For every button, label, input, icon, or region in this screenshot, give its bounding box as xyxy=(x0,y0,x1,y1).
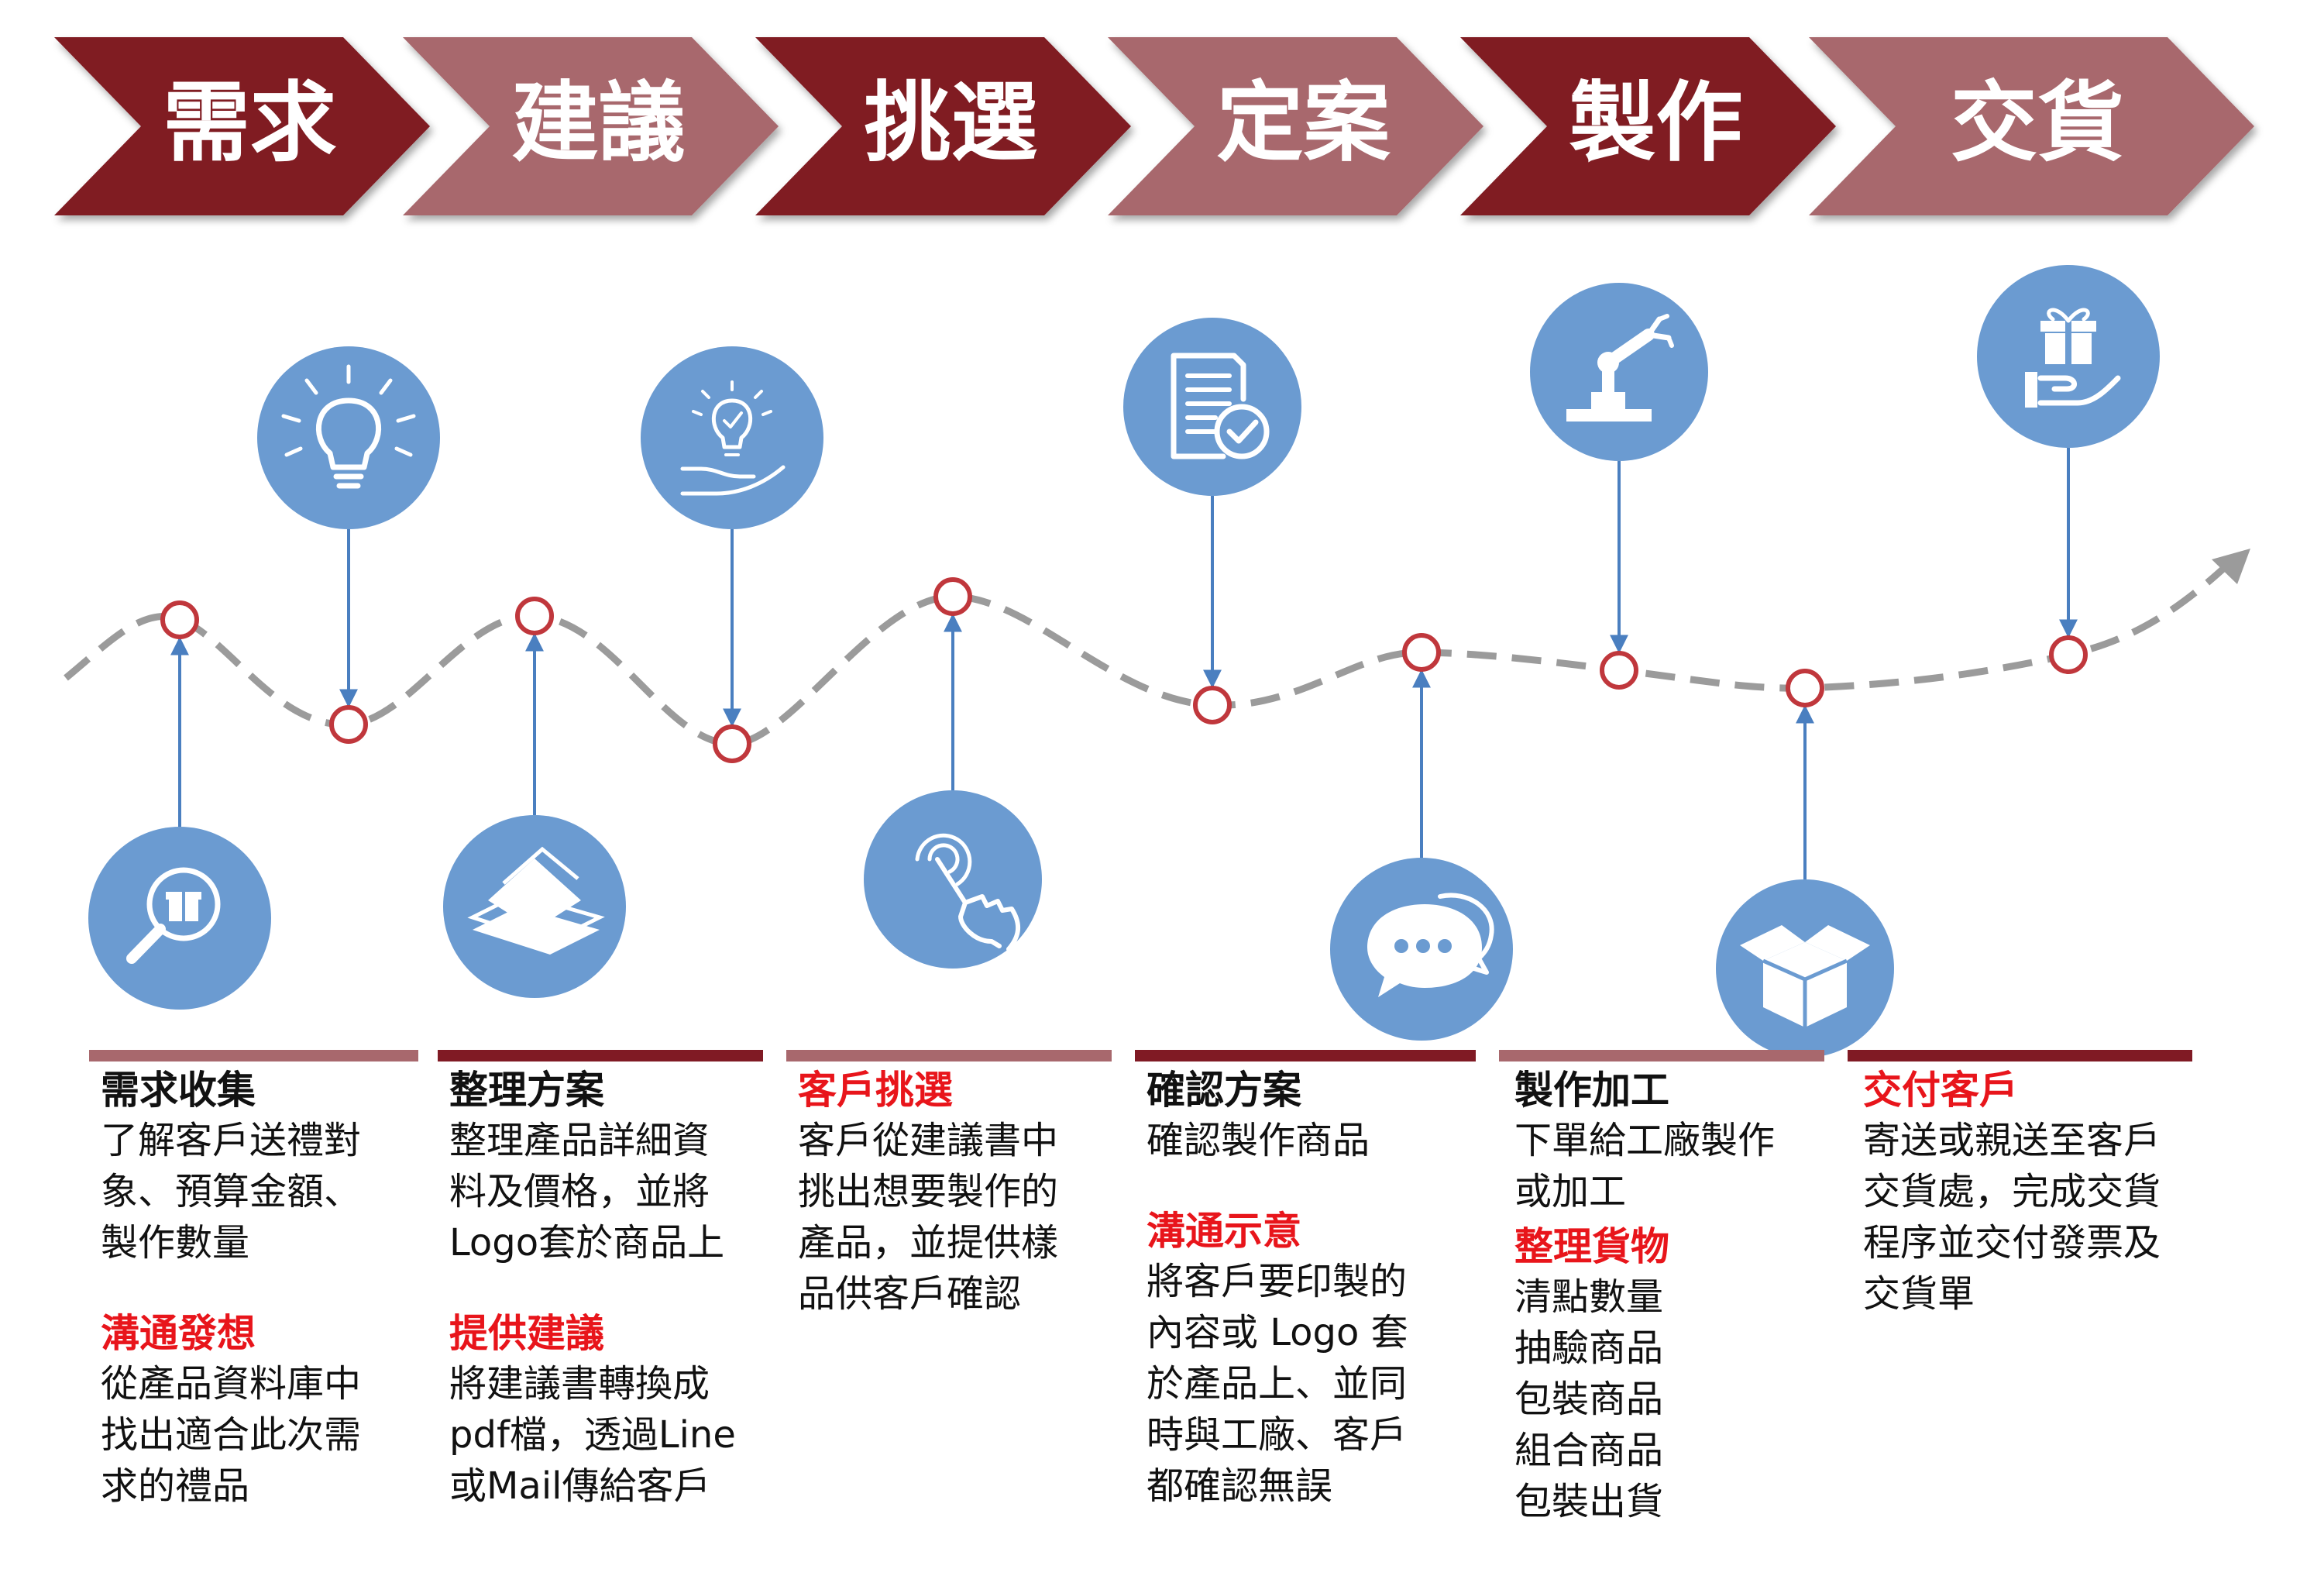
column-4-sub-line-1: 將客戶要印製的 xyxy=(1147,1260,1408,1303)
stage-chevron-3 xyxy=(755,37,1131,215)
timeline-node-10 xyxy=(2049,635,2088,674)
column-bar-1 xyxy=(89,1050,418,1061)
timeline-node-8 xyxy=(1600,651,1638,690)
column-6-line-2: 交貨處，完成交貨 xyxy=(1863,1170,2161,1213)
stage-labels: 需求 建議 挑選 定案 製作 交貨 xyxy=(163,73,2125,174)
gift-hand-icon xyxy=(1977,265,2160,448)
column-1: 需求收集 了解客戶送禮對 象、預算金額、 製作數量 溝通發想 從產品資料庫中 找… xyxy=(101,1065,434,1512)
column-3-heading: 客戶挑選 xyxy=(798,1068,953,1113)
column-5: 製作加工 下單給工廠製作 或加工 整理貨物 清點數量 抽驗商品 包裝商品 組合商… xyxy=(1514,1065,1848,1527)
column-6-line-4: 交貨單 xyxy=(1863,1272,1975,1316)
column-bar-3 xyxy=(786,1050,1112,1061)
timeline-path xyxy=(64,559,2234,748)
idea-hand-icon xyxy=(641,346,823,529)
column-bar-6 xyxy=(1848,1050,2192,1061)
column-1-sub-line-2: 找出適合此次需 xyxy=(101,1413,362,1457)
timeline-node-1 xyxy=(160,600,199,639)
timeline-node-5 xyxy=(933,577,972,616)
chat-bubbles-icon xyxy=(1330,858,1513,1041)
column-5-sub-line-1: 清點數量 xyxy=(1514,1275,1664,1319)
stage-label-5: 製作 xyxy=(1569,73,1743,174)
document-check-icon xyxy=(1123,318,1301,496)
robot-arm-icon xyxy=(1530,283,1708,461)
column-5-sub-line-3: 包裝商品 xyxy=(1514,1378,1664,1421)
touch-hand-icon xyxy=(864,790,1042,969)
column-5-sub-line-5: 包裝出貨 xyxy=(1514,1480,1664,1523)
column-4-line-1: 確認製作商品 xyxy=(1147,1119,1370,1162)
column-6-line-3: 程序並交付發票及 xyxy=(1863,1221,2161,1264)
column-1-line-2: 象、預算金額、 xyxy=(101,1170,362,1213)
column-2-subheading: 提供建議 xyxy=(449,1311,604,1356)
column-2-sub-line-1: 將建議書轉換成 xyxy=(449,1362,710,1406)
column-1-line-3: 製作數量 xyxy=(101,1221,250,1264)
column-3: 客戶挑選 客戶從建議書中 挑出想要製作的 產品，並提供樣 品供客戶確認 xyxy=(798,1065,1131,1320)
column-bar-4 xyxy=(1135,1050,1476,1061)
column-2-line-2: 料及價格，並將 xyxy=(449,1170,710,1213)
papers-icon xyxy=(443,815,626,998)
stage-banner xyxy=(54,37,2254,215)
timeline-node-2 xyxy=(329,705,368,744)
column-1-line-1: 了解客戶送禮對 xyxy=(101,1119,362,1162)
column-6-line-1: 寄送或親送至客戶 xyxy=(1863,1119,2161,1162)
column-2: 整理方案 整理產品詳細資 料及價格，並將 Logo套於商品上 提供建議 將建議書… xyxy=(449,1065,782,1512)
column-2-heading: 整理方案 xyxy=(449,1068,604,1113)
column-bar-2 xyxy=(438,1050,763,1061)
icon-circles xyxy=(88,265,2160,1058)
stage-label-6: 交貨 xyxy=(1951,73,2124,174)
column-4-subheading: 溝通示意 xyxy=(1147,1209,1301,1254)
connector-lines xyxy=(170,448,2078,879)
column-1-sub-line-1: 從產品資料庫中 xyxy=(101,1362,362,1406)
column-4-sub-line-5: 都確認無誤 xyxy=(1147,1464,1333,1508)
stage-chevron-6 xyxy=(1809,37,2254,215)
column-3-line-4: 品供客戶確認 xyxy=(798,1272,1022,1316)
column-2-sub-line-2: pdf檔，透過Line xyxy=(449,1413,736,1457)
column-5-sub-line-4: 組合商品 xyxy=(1514,1429,1664,1472)
column-2-sub-line-3: 或Mail傳給客戶 xyxy=(449,1464,711,1508)
column-6: 交付客戶 寄送或親送至客戶 交貨處，完成交貨 程序並交付發票及 交貨單 xyxy=(1863,1065,2227,1320)
stage-label-3: 挑選 xyxy=(865,73,1038,174)
stage-chevron-4 xyxy=(1108,37,1483,215)
timeline-node-7 xyxy=(1402,633,1441,672)
column-5-heading: 製作加工 xyxy=(1514,1068,1669,1113)
column-bars xyxy=(89,1050,2192,1061)
column-2-line-3: Logo套於商品上 xyxy=(449,1221,725,1264)
column-1-heading: 需求收集 xyxy=(101,1068,256,1113)
timeline-node-4 xyxy=(713,724,751,763)
timeline-arrowhead xyxy=(2212,549,2250,584)
column-4-sub-line-3: 於產品上、並同 xyxy=(1147,1362,1408,1406)
column-3-line-1: 客戶從建議書中 xyxy=(798,1119,1059,1162)
process-flow-svg: 需求 建議 挑選 定案 製作 交貨 xyxy=(54,37,2254,1061)
column-5-line-2: 或加工 xyxy=(1514,1170,1627,1213)
stage-chevron-5 xyxy=(1460,37,1836,215)
lightbulb-icon xyxy=(257,346,440,529)
box-icon xyxy=(1716,879,1894,1058)
column-1-subheading: 溝通發想 xyxy=(101,1311,256,1356)
column-4-heading: 確認方案 xyxy=(1147,1068,1301,1113)
column-5-sub-line-2: 抽驗商品 xyxy=(1514,1326,1664,1370)
column-4: 確認方案 確認製作商品 溝通示意 將客戶要印製的 內容或 Logo 套 於產品上… xyxy=(1147,1065,1480,1512)
magnifier-gift-icon xyxy=(88,827,271,1010)
column-2-line-1: 整理產品詳細資 xyxy=(449,1119,710,1162)
column-4-sub-line-4: 時與工廠、客戶 xyxy=(1147,1413,1408,1457)
stage-label-1: 需求 xyxy=(163,73,337,174)
stage-chevron-2 xyxy=(403,37,779,215)
column-3-line-3: 產品，並提供樣 xyxy=(798,1221,1059,1264)
timeline-node-9 xyxy=(1786,669,1824,707)
column-5-subheading: 整理貨物 xyxy=(1514,1224,1669,1269)
timeline-node-3 xyxy=(515,597,554,635)
stage-chevron-1 xyxy=(54,37,430,215)
column-4-sub-line-2: 內容或 Logo 套 xyxy=(1147,1311,1408,1354)
stage-label-2: 建議 xyxy=(512,73,686,174)
timeline-node-6 xyxy=(1193,686,1232,724)
column-6-heading: 交付客戶 xyxy=(1863,1068,2018,1113)
column-3-line-2: 挑出想要製作的 xyxy=(798,1170,1059,1213)
column-5-line-1: 下單給工廠製作 xyxy=(1514,1119,1776,1162)
column-bar-5 xyxy=(1499,1050,1824,1061)
timeline-nodes xyxy=(160,577,2088,763)
stage-label-4: 定案 xyxy=(1217,73,1391,174)
column-1-sub-line-3: 求的禮品 xyxy=(101,1464,250,1508)
